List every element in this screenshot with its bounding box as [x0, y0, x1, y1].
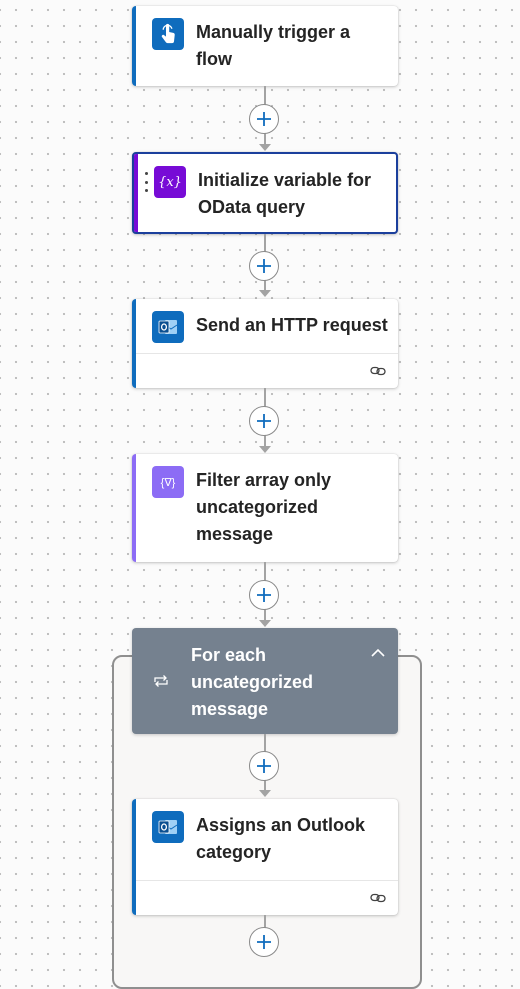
card-accent [132, 799, 136, 915]
insert-step-button[interactable] [249, 406, 279, 436]
connector-arrow [259, 290, 271, 297]
card-accent [134, 154, 138, 232]
insert-step-button[interactable] [249, 251, 279, 281]
data-operation-icon: {∇} [152, 466, 184, 498]
connector-line [264, 915, 266, 929]
connection-link-icon[interactable] [370, 890, 386, 906]
plus-icon [257, 759, 271, 773]
step-card-for-each[interactable]: For each uncategorized message [132, 628, 398, 734]
plus-icon [257, 935, 271, 949]
outlook-icon [152, 311, 184, 343]
step-title: Initialize variable for OData query [198, 170, 372, 217]
plus-icon [257, 588, 271, 602]
step-card-initialize-variable[interactable]: {x} Initialize variable for OData query [132, 152, 398, 234]
step-title: For each uncategorized message [191, 645, 314, 719]
step-card-assign-outlook-category[interactable]: Assigns an Outlook category [132, 799, 398, 915]
plus-icon [257, 259, 271, 273]
connector-arrow [259, 144, 271, 151]
card-accent [132, 299, 136, 388]
step-title: Assigns an Outlook category [196, 815, 366, 862]
card-accent [132, 6, 136, 86]
card-footer [136, 880, 398, 915]
variable-icon: {x} [154, 166, 186, 198]
card-footer [136, 353, 398, 388]
step-card-manual-trigger[interactable]: Manually trigger a flow [132, 6, 398, 86]
plus-icon [257, 112, 271, 126]
step-card-send-http-request[interactable]: Send an HTTP request [132, 299, 398, 388]
insert-step-button[interactable] [249, 751, 279, 781]
insert-step-button[interactable] [249, 580, 279, 610]
card-accent [132, 454, 136, 562]
insert-step-button[interactable] [249, 927, 279, 957]
step-title: Manually trigger a flow [196, 22, 351, 69]
connector-arrow [259, 446, 271, 453]
step-card-filter-array[interactable]: {∇} Filter array only uncategorized mess… [132, 454, 398, 562]
connection-link-icon[interactable] [370, 363, 386, 379]
plus-icon [257, 414, 271, 428]
drag-handle-icon[interactable] [144, 172, 148, 192]
connector-arrow [259, 620, 271, 627]
outlook-icon [152, 811, 184, 843]
hand-tap-icon [152, 18, 184, 50]
insert-step-button[interactable] [249, 104, 279, 134]
step-title: Send an HTTP request [196, 315, 388, 335]
connector-arrow [259, 790, 271, 797]
chevron-up-icon[interactable] [370, 646, 386, 660]
step-title: Filter array only uncategorized message [196, 470, 332, 544]
loop-icon [154, 675, 168, 687]
